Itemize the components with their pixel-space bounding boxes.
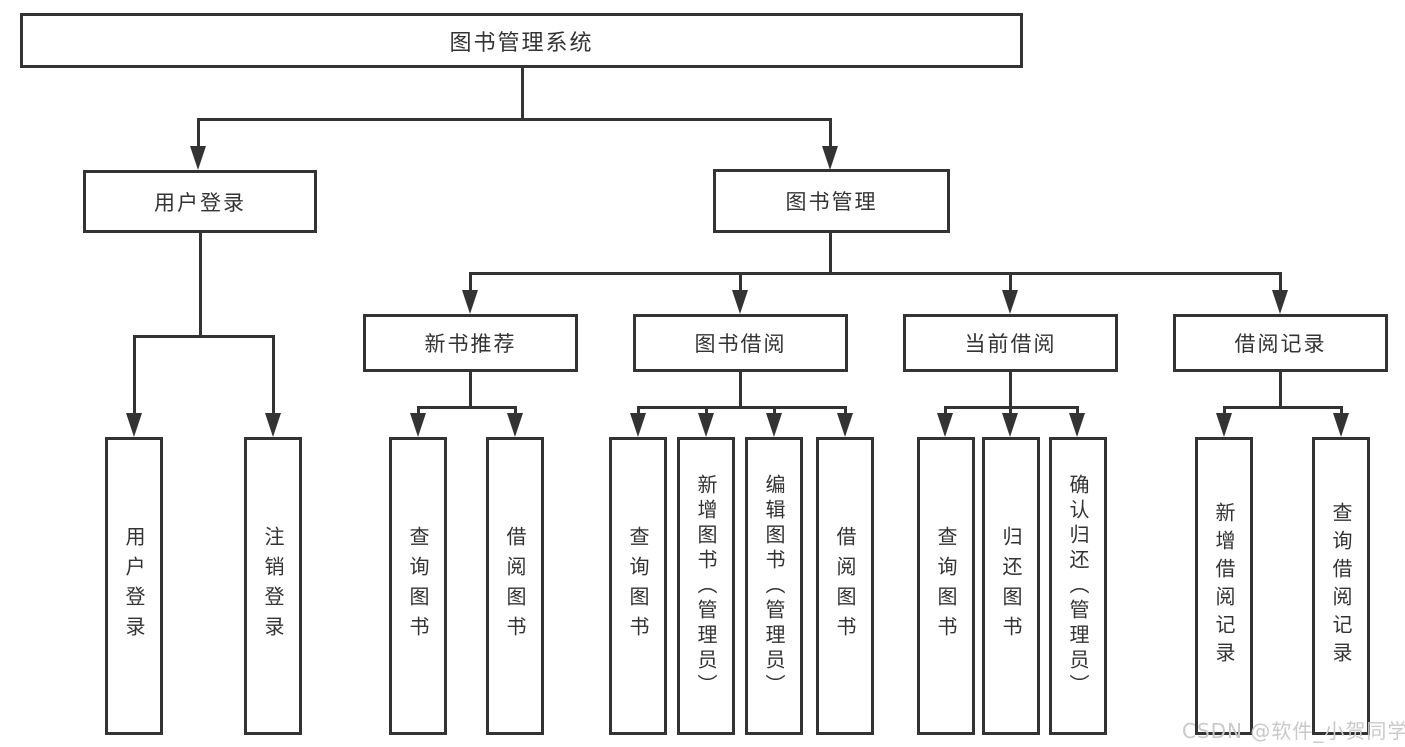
node-current-borrowing-label: 当前借阅 <box>964 332 1057 356</box>
node-add-books-admin: 新增图书（管理员） <box>677 437 735 735</box>
arrow-down-icon <box>937 413 953 437</box>
node-add-books-admin-label: 新增图书（管理员） <box>694 473 718 699</box>
connector-current-drop-2 <box>1009 406 1012 416</box>
connector-mgmt-drop-4 <box>1279 272 1282 292</box>
connector-recommend-drop-1 <box>417 406 420 416</box>
connector-borrowing-drop-3 <box>773 406 776 416</box>
arrow-down-icon <box>1002 413 1018 437</box>
arrow-down-icon <box>630 413 646 437</box>
node-book-borrowing-label: 图书借阅 <box>694 332 787 356</box>
connector-root-drop-right <box>829 118 832 148</box>
node-borrowing-records-label: 借阅记录 <box>1234 332 1327 356</box>
connector-mgmt-rail <box>469 272 1282 275</box>
node-query-books-borrowing: 查询图书 <box>609 437 667 735</box>
node-user-login-branch: 用户登录 <box>83 170 317 233</box>
arrow-down-icon <box>766 413 782 437</box>
node-logout: 注销登录 <box>244 437 302 735</box>
connector-mgmt-drop-3 <box>1009 272 1012 292</box>
node-library-system-label: 图书管理系统 <box>449 30 594 56</box>
arrow-down-icon <box>1069 413 1085 437</box>
node-borrow-books-recommend-label: 借阅图书 <box>503 526 527 646</box>
node-add-borrow-record: 新增借阅记录 <box>1195 437 1253 735</box>
connector-recommend-stem <box>469 372 472 406</box>
arrow-down-icon <box>837 413 853 437</box>
connector-userlogin-drop-1 <box>133 335 136 415</box>
connector-borrowing-stem <box>739 372 742 406</box>
connector-current-drop-1 <box>944 406 947 416</box>
connector-borrowing-rail <box>637 406 847 409</box>
node-confirm-return-admin: 确认归还（管理员） <box>1049 437 1107 735</box>
node-confirm-return-admin-label: 确认归还（管理员） <box>1066 473 1090 699</box>
arrow-down-icon <box>1002 290 1018 314</box>
node-query-borrow-record: 查询借阅记录 <box>1312 437 1370 735</box>
node-current-borrowing: 当前借阅 <box>903 314 1118 372</box>
connector-records-drop-1 <box>1223 406 1226 416</box>
node-edit-books-admin: 编辑图书（管理员） <box>745 437 803 735</box>
arrow-down-icon <box>732 290 748 314</box>
connector-current-drop-3 <box>1076 406 1079 416</box>
node-edit-books-admin-label: 编辑图书（管理员） <box>762 473 786 699</box>
connector-root-drop-left <box>197 118 200 148</box>
node-book-management: 图书管理 <box>713 169 950 233</box>
arrow-down-icon <box>462 290 478 314</box>
node-query-books-recommend-label: 查询图书 <box>406 526 430 646</box>
connector-borrowing-drop-2 <box>705 406 708 416</box>
connector-borrowing-drop-4 <box>844 406 847 416</box>
node-library-system: 图书管理系统 <box>20 13 1023 68</box>
connector-records-drop-2 <box>1340 406 1343 416</box>
connector-recommend-drop-2 <box>514 406 517 416</box>
arrow-down-icon <box>698 413 714 437</box>
connector-userlogin-drop-2 <box>272 335 275 415</box>
connector-mgmt-drop-2 <box>739 272 742 292</box>
node-query-books-recommend: 查询图书 <box>389 437 447 735</box>
connector-mgmt-stem <box>829 233 832 272</box>
connector-records-stem <box>1279 372 1282 406</box>
node-query-books-current-label: 查询图书 <box>934 526 958 646</box>
node-user-login: 用户登录 <box>105 437 163 735</box>
node-return-books: 归还图书 <box>982 437 1040 735</box>
node-new-book-recommendation-label: 新书推荐 <box>424 332 517 356</box>
connector-userlogin-rail <box>133 335 275 338</box>
connector-current-stem <box>1009 372 1012 406</box>
connector-root-stem <box>521 68 524 118</box>
node-user-login-branch-label: 用户登录 <box>154 190 246 215</box>
node-query-books-borrowing-label: 查询图书 <box>626 526 650 646</box>
node-return-books-label: 归还图书 <box>999 526 1023 646</box>
connector-userlogin-stem <box>199 233 202 335</box>
arrow-down-icon <box>410 413 426 437</box>
arrow-down-icon <box>507 413 523 437</box>
node-book-management-label: 图书管理 <box>785 190 878 214</box>
connector-borrowing-drop-1 <box>637 406 640 416</box>
node-new-book-recommendation: 新书推荐 <box>363 314 578 372</box>
node-borrow-books-borrowing-label: 借阅图书 <box>833 526 857 646</box>
connector-root-rail <box>197 118 832 121</box>
arrow-down-icon <box>1216 413 1232 437</box>
arrow-down-icon <box>1272 290 1288 314</box>
node-user-login-label: 用户登录 <box>122 526 146 646</box>
node-query-borrow-record-label: 查询借阅记录 <box>1329 502 1353 670</box>
node-query-books-current: 查询图书 <box>917 437 975 735</box>
node-book-borrowing: 图书借阅 <box>633 314 848 372</box>
node-borrow-books-recommend: 借阅图书 <box>486 437 544 735</box>
arrow-down-icon <box>190 146 206 170</box>
arrow-down-icon <box>265 413 281 437</box>
arrow-down-icon <box>1333 413 1349 437</box>
connector-mgmt-drop-1 <box>469 272 472 292</box>
arrow-down-icon <box>822 146 838 170</box>
connector-records-rail <box>1223 406 1343 409</box>
node-borrowing-records: 借阅记录 <box>1173 314 1388 372</box>
watermark-text: CSDN @软件_小贺同学 <box>1182 719 1405 743</box>
arrow-down-icon <box>126 413 142 437</box>
node-add-borrow-record-label: 新增借阅记录 <box>1212 502 1236 670</box>
node-borrow-books-borrowing: 借阅图书 <box>816 437 874 735</box>
node-logout-label: 注销登录 <box>261 526 285 646</box>
connector-recommend-rail <box>417 406 517 409</box>
